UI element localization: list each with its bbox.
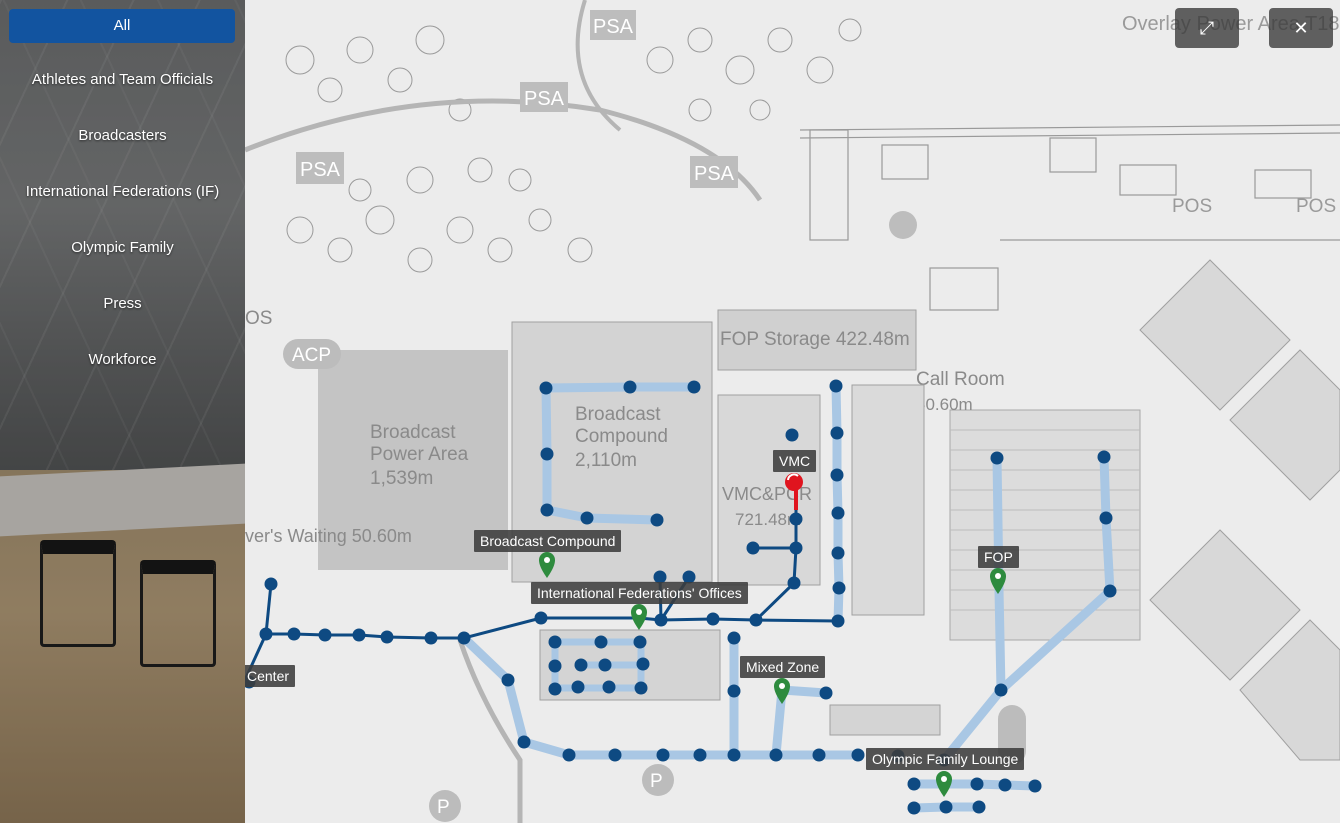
pin-label-broadcast-compound[interactable]: Broadcast Compound	[474, 530, 622, 552]
category-sidebar: All Athletes and Team Officials Broadcas…	[0, 0, 245, 823]
parking-label: P	[650, 771, 663, 792]
sidebar-shade	[0, 0, 245, 823]
pin-label-center[interactable]: Center	[237, 665, 296, 687]
psa-markers	[296, 10, 738, 188]
menu-item-broadcasters[interactable]: Broadcasters	[78, 127, 167, 144]
pin-vmc-selected[interactable]	[785, 473, 803, 510]
vmc-area	[717, 394, 821, 586]
os-label: OS	[245, 308, 272, 329]
broadcast-power-label: 1,539m	[370, 468, 433, 489]
curved-road	[575, 0, 622, 132]
acp-label: ACP	[292, 345, 331, 366]
pin-if-offices[interactable]	[631, 604, 647, 630]
menu-item-all[interactable]: All	[9, 9, 235, 43]
waiting-label: ver's Waiting 50.60m	[245, 526, 412, 546]
pin-olympic-lounge[interactable]	[936, 771, 952, 797]
acp-marker	[283, 339, 341, 369]
pin-label-fop[interactable]: FOP	[978, 546, 1019, 568]
parking-marker	[429, 790, 461, 822]
pin-label-mixed-zone[interactable]: Mixed Zone	[740, 656, 826, 678]
fop-storage-label: FOP Storage 422.48m	[720, 329, 910, 350]
fop-storage-area	[717, 309, 917, 371]
parking-label: P	[437, 797, 450, 818]
pin-label-if-offices[interactable]: International Federations' Offices	[531, 582, 748, 604]
psa-label: PSA	[524, 88, 565, 110]
venue-map[interactable]: PSA PSA PSA PSA Overlay Power Area T18 P…	[237, 0, 1340, 823]
grandstand	[949, 409, 1141, 641]
building-outlines	[799, 124, 1340, 311]
menu-item-olympic-family[interactable]: Olympic Family	[71, 239, 174, 256]
call-room-building	[851, 384, 925, 616]
close-button[interactable]: ✕	[1269, 8, 1333, 48]
route-nodes	[245, 379, 1117, 815]
menu-item-athletes[interactable]: Athletes and Team Officials	[31, 71, 214, 88]
menu-item-press[interactable]: Press	[103, 295, 142, 312]
fullscreen-button[interactable]: ⤢	[1175, 8, 1239, 48]
circular-structure	[889, 211, 917, 239]
broadcast-power-label: Power Area	[370, 444, 469, 465]
pin-label-olympic-lounge[interactable]: Olympic Family Lounge	[866, 748, 1025, 770]
pos-label: POS	[1296, 196, 1336, 217]
call-room-area: 50.60m	[916, 395, 973, 414]
mixed-zone-building	[829, 704, 941, 736]
pin-mixed-zone[interactable]	[774, 678, 790, 704]
broadcast-compound-label: Broadcast	[575, 404, 661, 425]
close-icon: ✕	[1293, 18, 1309, 38]
pin-broadcast-compound[interactable]	[539, 552, 555, 578]
map-canvas[interactable]: PSA PSA PSA PSA Overlay Power Area T18 P…	[245, 0, 1340, 823]
sidebar-background-chair	[140, 560, 216, 667]
psa-label: PSA	[593, 16, 634, 38]
seating-stands	[1139, 259, 1340, 761]
broadcast-compound-label: 2,110m	[575, 450, 637, 471]
pin-fop[interactable]	[990, 568, 1006, 594]
pos-label: POS	[1172, 196, 1212, 217]
menu-item-international-federations[interactable]: International Federations (IF)	[25, 183, 220, 200]
road	[457, 639, 523, 823]
pin-label-vmc[interactable]: VMC	[773, 450, 817, 472]
broadcast-compound-label: Compound	[575, 426, 668, 447]
sidebar-background-chair	[40, 540, 116, 647]
parking-marker	[642, 764, 674, 796]
expand-icon: ⤢	[1199, 18, 1215, 38]
vmc-area-label: 721.48m	[735, 510, 801, 529]
call-room-label: Call Room	[916, 369, 1005, 390]
psa-label: PSA	[300, 159, 341, 181]
menu-item-workforce[interactable]: Workforce	[88, 351, 157, 368]
psa-label: PSA	[694, 163, 735, 185]
category-menu: All Athletes and Team Officials Broadcas…	[0, 0, 245, 388]
tree-area	[285, 18, 862, 273]
broadcast-power-label: Broadcast	[370, 422, 456, 443]
